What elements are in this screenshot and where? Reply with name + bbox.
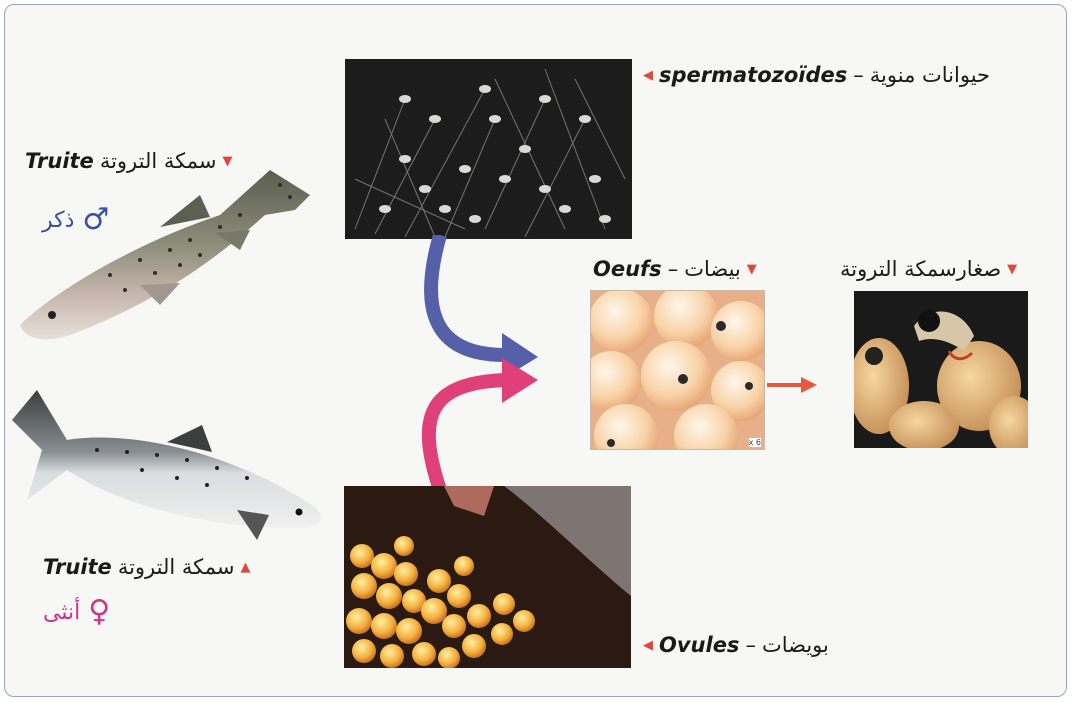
female-symbol-icon: ♀ — [88, 597, 110, 627]
label-fry: صغارسمكة التروتة ▼ — [840, 259, 1017, 280]
marker-left-icon: ◀ — [643, 69, 653, 82]
marker-left-icon: ◀ — [643, 639, 653, 652]
sperm-arrow — [431, 235, 505, 355]
female-trout-image — [7, 390, 332, 550]
separator: – — [745, 635, 756, 656]
development-arrow — [767, 375, 819, 395]
arabic-name: بويضات — [762, 635, 829, 656]
latin-name: spermatozoïdes — [659, 65, 847, 86]
label-female-trout: Truite سمكة التروتة ▲ — [43, 557, 250, 578]
diagram-frame: Truite سمكة التروتة ▼ ذكر ♂ — [4, 4, 1067, 697]
separator: – — [853, 65, 864, 86]
fertilization-arrows — [410, 235, 550, 495]
arabic-name: حيوانات منوية — [870, 65, 990, 86]
separator: – — [668, 259, 679, 280]
label-sperm: ◀ spermatozoïdes – حيوانات منوية — [643, 65, 990, 86]
male-trout-image — [10, 155, 315, 350]
eggs-photo: x 6 — [590, 290, 765, 450]
latin-name: Ovules — [659, 635, 739, 656]
latin-name: Oeufs — [593, 259, 662, 280]
scale-text: x 6 — [749, 438, 761, 447]
label-eggs: Oeufs – بيضات ▼ — [593, 259, 757, 280]
arabic-name: سمكة التروتة — [118, 557, 235, 578]
marker-down-icon: ▼ — [747, 263, 757, 276]
fry-photo — [854, 291, 1028, 448]
marker-up-icon: ▲ — [240, 561, 250, 574]
marker-down-icon: ▼ — [1007, 263, 1017, 276]
arabic-name: صغارسمكة التروتة — [840, 259, 1001, 280]
ovule-arrow — [429, 380, 505, 490]
arabic-name: بيضات — [684, 259, 741, 280]
arabic-female: أنثى — [43, 600, 80, 625]
latin-name: Truite — [43, 557, 112, 578]
label-ovules: ◀ Ovules – بويضات — [643, 635, 829, 656]
female-sex-label: أنثى ♀ — [43, 597, 110, 627]
ovules-photo — [344, 486, 631, 668]
sperm-photo — [345, 59, 632, 239]
